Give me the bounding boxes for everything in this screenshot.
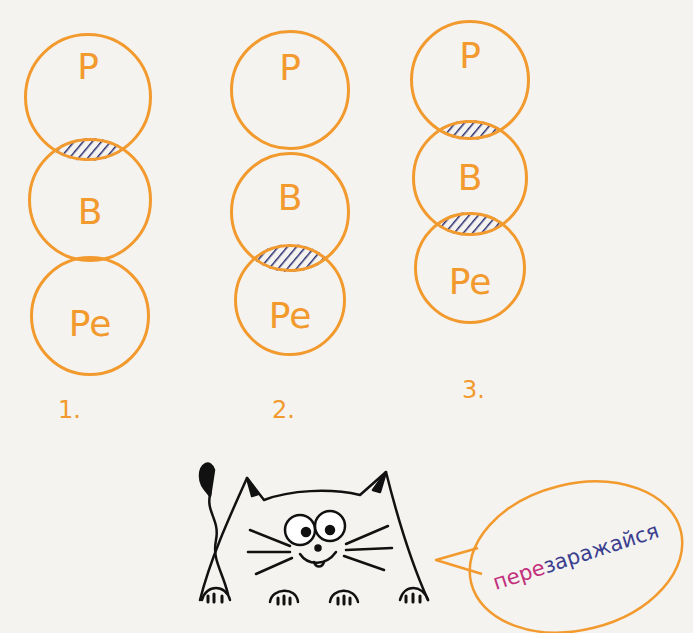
speech-bubble: перезаражайся [466,482,686,632]
circle-node: B [28,138,152,262]
circle-node: Pe [30,256,150,376]
circle-node: B [230,152,350,272]
overlap-hatch [414,212,526,324]
circle-stroke [414,122,527,235]
circle-stroke [416,214,525,323]
circle-letter: P [279,50,301,86]
circle-stroke [236,246,345,355]
circle-letter: Pe [269,298,312,334]
circle-stroke [232,32,349,149]
circle-stroke [32,258,149,375]
figure-number: 3. [462,378,485,402]
bubble-tail [436,548,482,574]
bubble-text: перезаражайся [491,520,662,593]
circle-node: P [24,33,152,161]
circle-letter: Pe [449,264,492,300]
figure-number: 2. [272,398,295,422]
circle-letter: Pe [69,306,112,342]
speech-word: заражайся [540,518,661,578]
circle-letter: B [78,194,103,230]
circle-stroke [30,140,151,261]
overlap-hatch [234,244,346,356]
circle-letter: B [278,180,303,216]
circle-node: P [230,30,350,150]
circle-letter: B [458,160,483,196]
circle-node: B [412,120,528,236]
overlap-hatch [28,138,152,262]
circle-stroke [232,154,349,271]
circle-node: Pe [234,244,346,356]
circle-letter: P [459,38,481,74]
bubble-ellipse [454,460,693,633]
circle-outline [230,30,350,150]
speech-word: пере [490,555,548,594]
figure-number: 1. [58,398,81,422]
circle-node: Pe [414,212,526,324]
cat-drawing [200,463,428,604]
circle-letter: P [77,49,99,85]
